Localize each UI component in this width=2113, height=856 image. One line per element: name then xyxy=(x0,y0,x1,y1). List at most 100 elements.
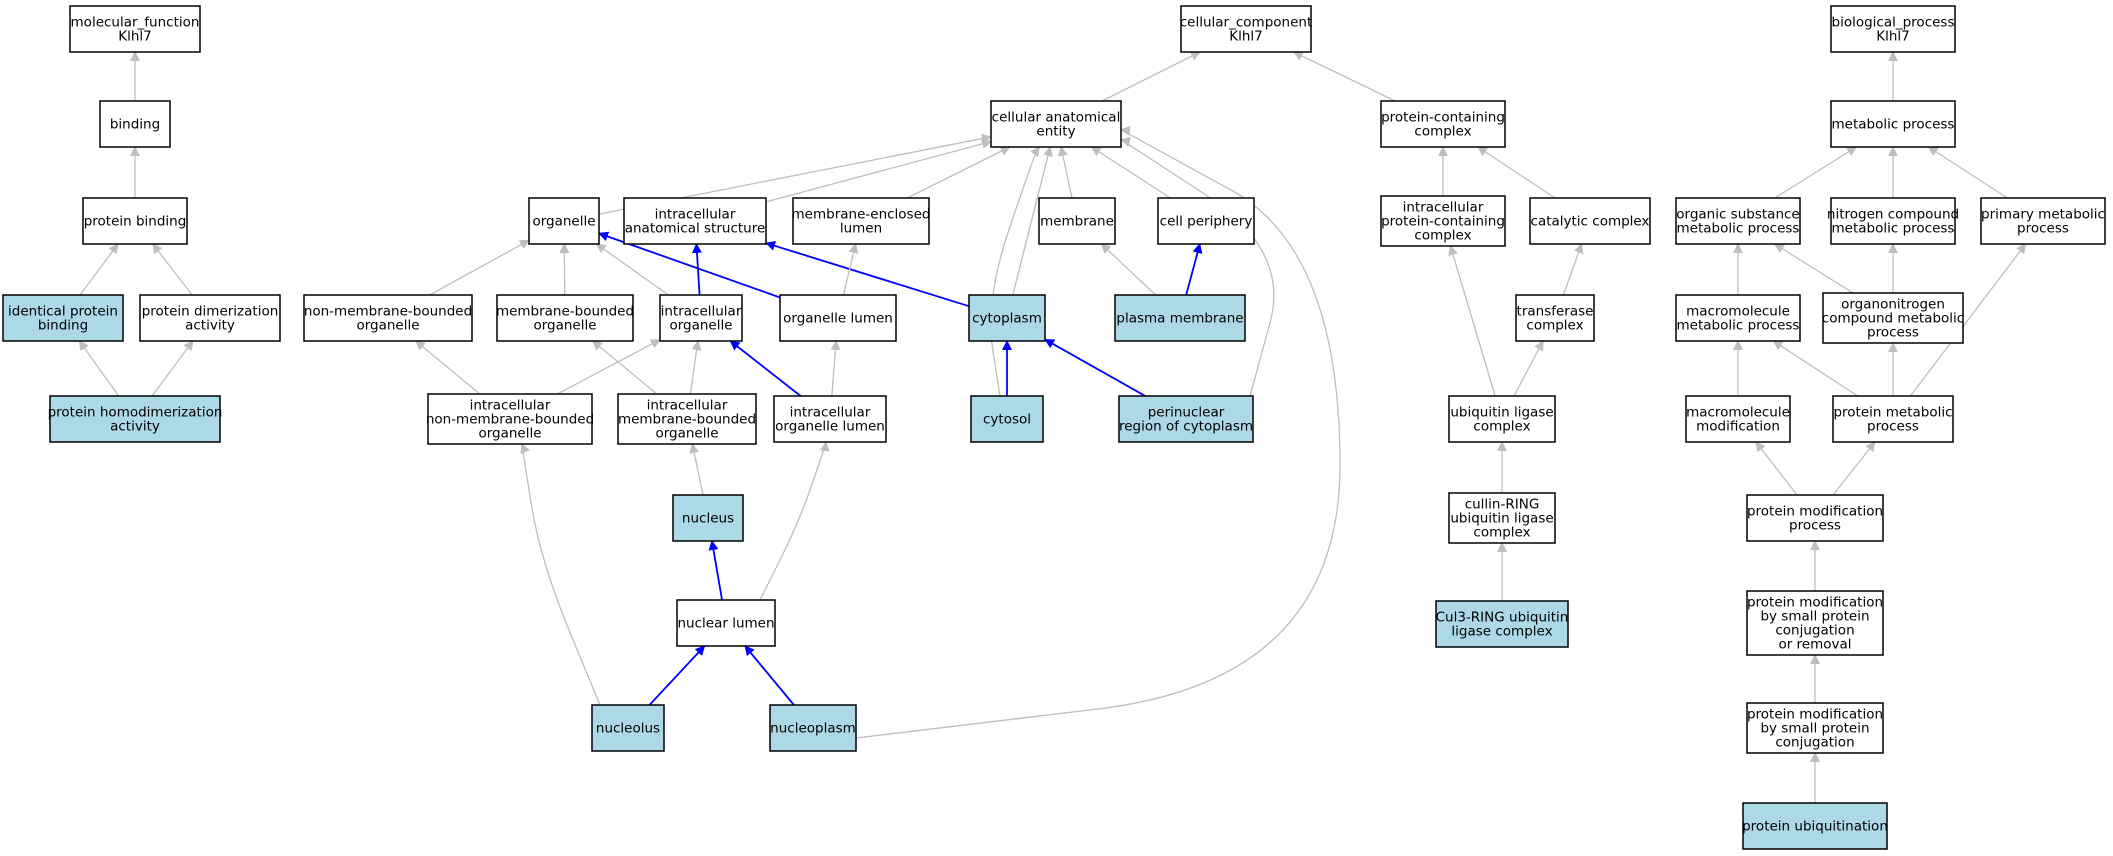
node-label: cellular anatomical xyxy=(992,110,1121,126)
node-label: protein dimerization xyxy=(142,304,279,320)
node-label: complex xyxy=(1473,419,1530,435)
edge-organelle-lumen-to-membrane-enclosed-lumen xyxy=(842,243,859,296)
node-label: primary metabolic xyxy=(1981,207,2105,223)
node-cytoplasm[interactable]: cytoplasm xyxy=(968,294,1046,342)
node-label: membrane-bounded xyxy=(496,304,634,320)
node-label: macromolecule xyxy=(1686,405,1790,421)
edge-nucleoplasm-to-nuclear-lumen xyxy=(744,645,795,706)
node-label: ligase complex xyxy=(1451,624,1552,640)
edge-nucleolus-to-nuclear-lumen xyxy=(648,645,706,706)
node-label: conjugation xyxy=(1775,735,1854,751)
node-label: metabolic process xyxy=(1677,318,1800,334)
node-box xyxy=(672,494,744,542)
node-label: nucleus xyxy=(682,511,734,527)
node-cell-periphery[interactable]: cell periphery xyxy=(1157,197,1255,245)
edge-intracellular-organelle-lumen-to-organelle-lumen xyxy=(830,340,841,397)
edge-primary-metabolic-process-to-metabolic-process xyxy=(1927,146,2008,199)
node-nuclear-lumen[interactable]: nuclear lumen xyxy=(676,599,776,647)
node-label: intracellular xyxy=(470,398,551,414)
node-box xyxy=(1380,195,1506,247)
node-nucleolus[interactable]: nucleolus xyxy=(591,704,665,752)
node-cytosol[interactable]: cytosol xyxy=(970,395,1044,443)
node-label: Klhl7 xyxy=(1876,29,1910,45)
edge-protein-dimerization-activity-to-protein-binding xyxy=(152,243,193,296)
node-box xyxy=(69,5,201,53)
node-binding[interactable]: binding xyxy=(99,100,171,148)
node-organelle-lumen[interactable]: organelle lumen xyxy=(779,294,897,342)
edge-membrane-enclosed-lumen-to-cellular-anatomical-entity xyxy=(906,146,1011,199)
node-box xyxy=(970,395,1044,443)
node-label: activity xyxy=(110,419,160,435)
node-box xyxy=(1832,395,1954,443)
node-nucleus[interactable]: nucleus xyxy=(672,494,744,542)
edge-intracellular-organelle-to-organelle xyxy=(595,243,669,296)
node-intracellular-non-membrane-bounded-organelle[interactable]: intracellularnon-membrane-boundedorganel… xyxy=(426,393,594,445)
node-label: conjugation xyxy=(1775,623,1854,639)
node-label: metabolic process xyxy=(1832,221,1955,237)
node-label: protein metabolic xyxy=(1833,405,1952,421)
node-box xyxy=(1435,600,1569,648)
node-plasma-membrane[interactable]: plasma membrane xyxy=(1114,294,1246,342)
edge-ubiquitin-ligase-complex-to-transferase-complex xyxy=(1513,340,1544,397)
node-nucleoplasm[interactable]: nucleoplasm xyxy=(769,704,857,752)
node-protein-ubiquitination[interactable]: protein ubiquitination xyxy=(1742,802,1888,850)
node-label: process xyxy=(1789,518,1841,534)
node-label: intracellular xyxy=(655,207,736,223)
node-label: cell periphery xyxy=(1160,214,1253,230)
node-box xyxy=(792,197,930,245)
node-box xyxy=(1380,100,1506,148)
edge-catalytic-complex-to-protein-containing-complex xyxy=(1477,146,1556,199)
node-label: biological_process xyxy=(1832,15,1955,31)
node-membrane[interactable]: membrane xyxy=(1038,197,1116,245)
node-label: complex xyxy=(1414,228,1471,244)
node-box xyxy=(1675,197,1801,245)
node-label: protein-containing xyxy=(1381,214,1505,230)
edge-cell-periphery-to-cellular-anatomical-entity xyxy=(1090,146,1171,199)
node-protein-binding[interactable]: protein binding xyxy=(82,197,188,245)
edge-ubiquitin-ligase-complex-to-intracellular-protein-containing-complex xyxy=(1448,245,1496,397)
node-label: organonitrogen xyxy=(1841,297,1945,313)
node-label: identical protein xyxy=(8,304,118,320)
edge-identical-protein-binding-to-protein-binding xyxy=(79,243,119,296)
node-label: organelle xyxy=(356,318,419,334)
edge-nuclear-lumen-to-intracellular-organelle-lumen xyxy=(759,441,830,601)
node-label: Cul3-RING ubiquitin xyxy=(1436,610,1569,626)
node-metabolic-process[interactable]: metabolic process xyxy=(1830,100,1956,148)
node-catalytic-complex[interactable]: catalytic complex xyxy=(1529,197,1651,245)
edge-protein-homodimerization-activity-to-protein-dimerization-activity xyxy=(151,340,194,397)
node-organelle[interactable]: organelle xyxy=(528,197,600,245)
node-label: organic substance xyxy=(1676,207,1799,223)
node-label: macromolecule xyxy=(1686,304,1790,320)
